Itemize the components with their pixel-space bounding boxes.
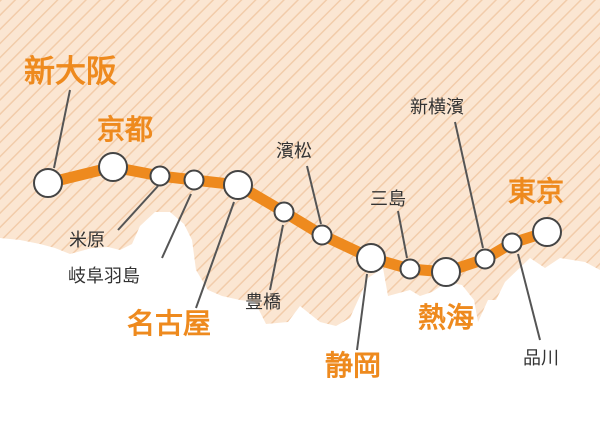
label-gifu-hashima: 岐阜羽島 — [68, 266, 140, 287]
station-marker-shinagawa[interactable] — [501, 232, 523, 254]
label-toyohashi: 豊橋 — [245, 292, 281, 313]
station-marker-gifu-hashima[interactable] — [183, 169, 205, 191]
leader-shizuoka — [356, 273, 368, 351]
label-hamamatsu: 濱松 — [276, 141, 312, 162]
label-shin-yokohama: 新横濱 — [410, 97, 464, 118]
station-marker-maibara[interactable] — [149, 165, 171, 187]
label-nagoya: 名古屋 — [127, 307, 211, 340]
land-mass — [0, 0, 600, 326]
leader-mishima — [397, 210, 408, 259]
label-shin-osaka: 新大阪 — [24, 54, 117, 90]
leader-toyohashi — [269, 224, 284, 291]
leader-nagoya — [195, 201, 235, 309]
leader-shin-osaka — [53, 89, 71, 169]
label-maibara: 米原 — [69, 230, 105, 251]
leader-shin-yokohama — [454, 121, 484, 249]
station-marker-shin-osaka[interactable] — [33, 168, 63, 198]
station-marker-kyoto[interactable] — [98, 152, 128, 182]
station-marker-tokyo[interactable] — [532, 217, 562, 247]
label-atami: 熱海 — [418, 301, 474, 334]
leader-hamamatsu — [306, 165, 322, 225]
station-marker-hamamatsu[interactable] — [311, 224, 333, 246]
label-shinagawa: 品川 — [523, 348, 559, 369]
label-mishima: 三島 — [370, 189, 406, 210]
leader-lines — [53, 89, 541, 351]
station-labels: 新大阪 京都 米原 岐阜羽島 名古屋 豊橋 濱松 静岡 三島 熱海 新横濱 品川… — [24, 54, 564, 382]
leader-maibara — [117, 185, 159, 231]
station-marker-nagoya[interactable] — [223, 170, 253, 200]
leader-shinagawa — [517, 253, 541, 341]
station-marker-mishima[interactable] — [399, 258, 421, 280]
station-marker-toyohashi[interactable] — [273, 201, 295, 223]
leader-gifu-hashima — [161, 193, 192, 259]
bay-area — [150, 232, 192, 284]
label-shizuoka: 静岡 — [325, 349, 381, 382]
station-marker-shizuoka[interactable] — [356, 243, 386, 273]
station-marker-shin-yokohama[interactable] — [474, 248, 496, 270]
station-markers — [33, 152, 562, 287]
label-tokyo: 東京 — [508, 175, 564, 208]
label-kyoto: 京都 — [97, 113, 153, 146]
station-marker-atami[interactable] — [431, 257, 461, 287]
